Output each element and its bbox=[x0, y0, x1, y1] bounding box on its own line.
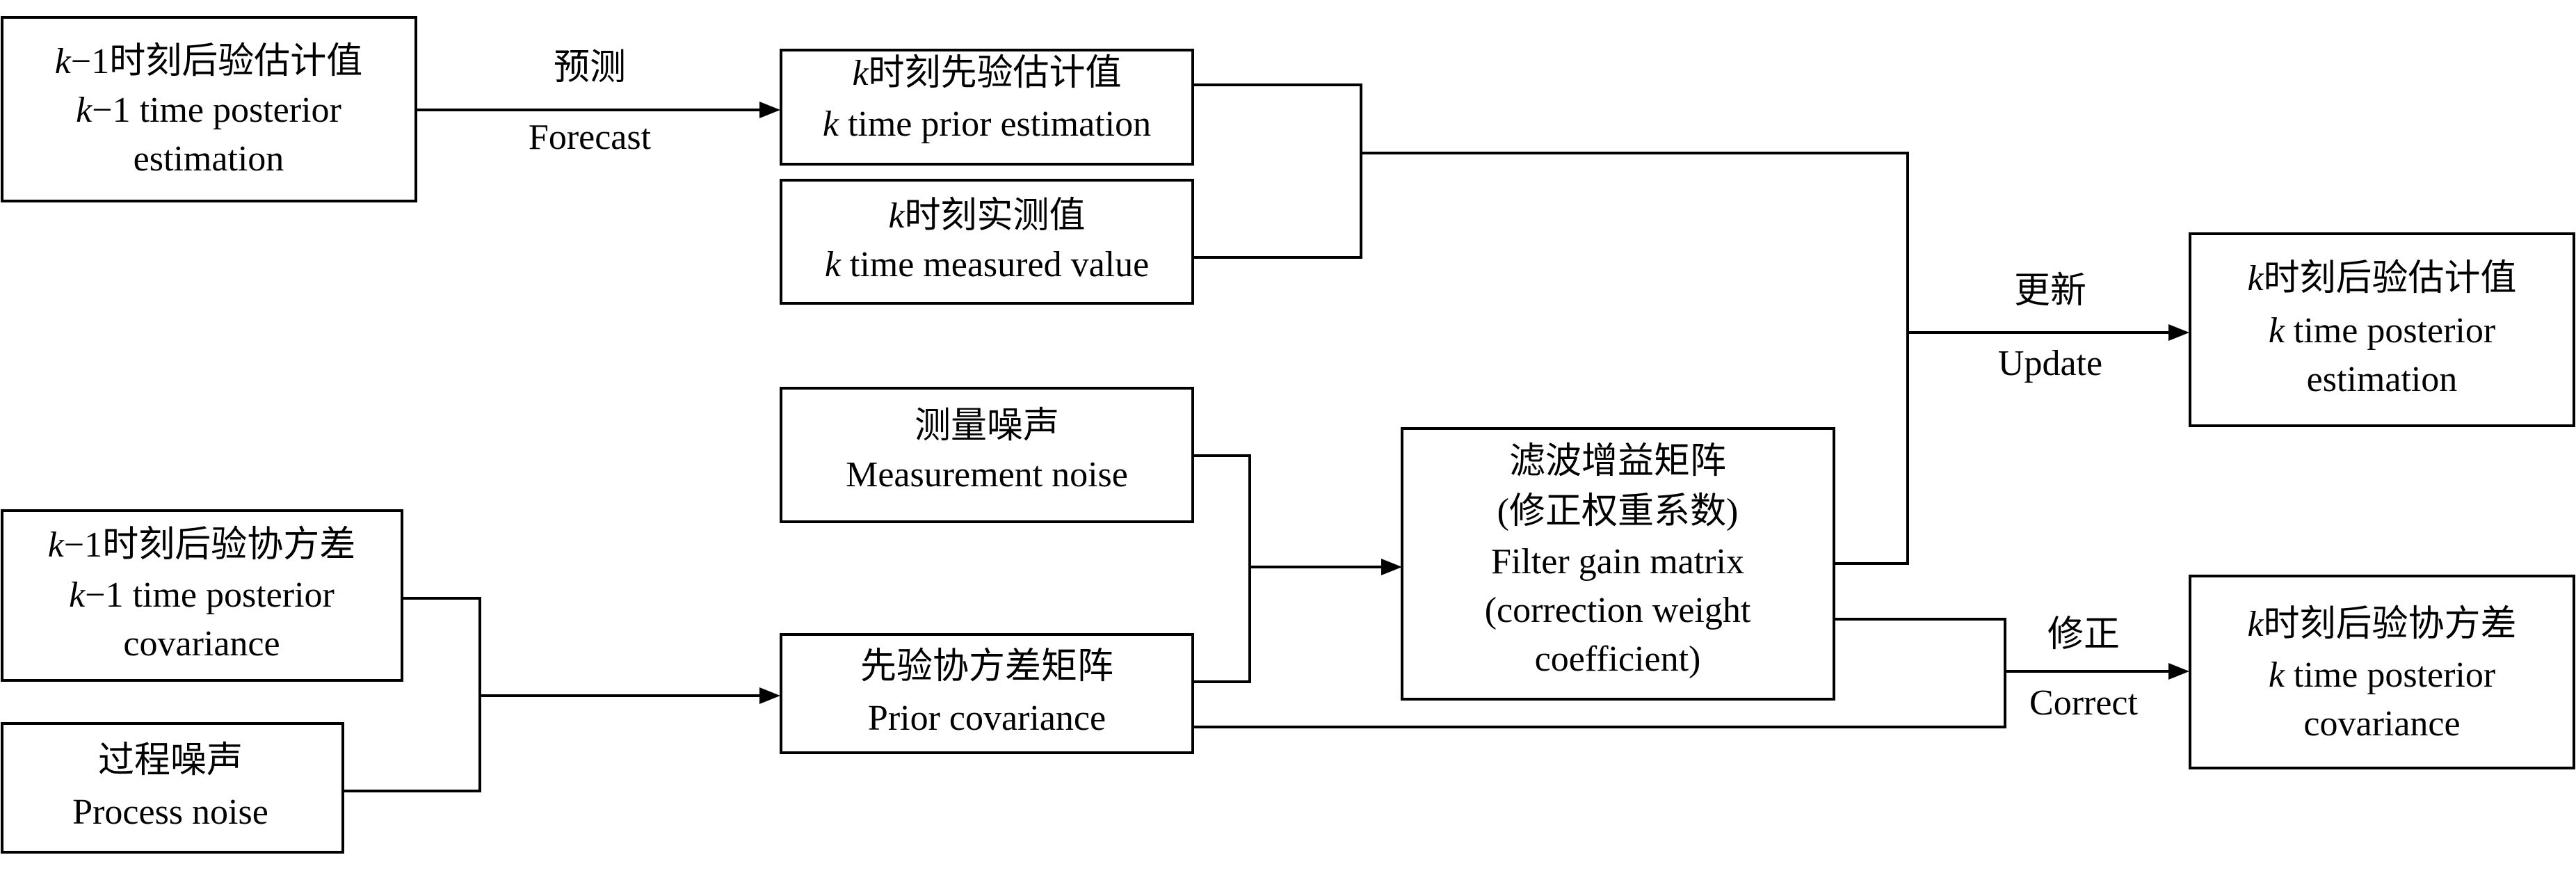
update-label-en: Update bbox=[1998, 344, 2102, 383]
node-process-noise: 过程噪声 Process noise bbox=[1, 722, 344, 854]
node-label-en: Prior covariance bbox=[868, 698, 1106, 738]
node-label-en-cont: estimation bbox=[134, 139, 284, 179]
node-prev-posterior-estimate: k−1时刻后验估计值 k−1 time posterior estimation bbox=[1, 16, 417, 202]
node-label-en: Process noise bbox=[72, 792, 268, 832]
node-box bbox=[780, 387, 1194, 523]
node-measured-value: k时刻实测值 k time measured value bbox=[780, 179, 1194, 305]
node-label-zh: k时刻后验估计值 bbox=[2247, 259, 2516, 298]
node-label-en: k time prior estimation bbox=[823, 104, 1151, 144]
node-box bbox=[1, 722, 344, 854]
correct-arrowhead bbox=[2168, 663, 2189, 680]
node-label-en-cont: covariance bbox=[2303, 704, 2460, 744]
prior-covariance-arrowhead bbox=[759, 687, 780, 704]
node-label-zh: 先验协方差矩阵 bbox=[860, 647, 1113, 687]
node-label-zh-sub: (修正权重系数) bbox=[1497, 492, 1739, 532]
node-label-en-cont: estimation bbox=[2307, 360, 2458, 399]
node-label-zh: k时刻后验协方差 bbox=[2247, 605, 2516, 644]
node-label-en: Filter gain matrix bbox=[1491, 542, 1744, 582]
node-filter-gain: 滤波增益矩阵 (修正权重系数) Filter gain matrix (corr… bbox=[1401, 427, 1835, 701]
node-posterior-estimate: k时刻后验估计值 k time posterior estimation bbox=[2189, 232, 2575, 427]
prior-estimate-to-merge-connector bbox=[1193, 83, 1362, 259]
node-posterior-covariance: k时刻后验协方差 k time posterior covariance bbox=[2189, 575, 2575, 769]
forecast-label-zh: 预测 bbox=[554, 48, 626, 88]
node-label-en-sub: (correction weight bbox=[1485, 591, 1751, 630]
node-measurement-noise: 测量噪声 Measurement noise bbox=[780, 387, 1194, 523]
edge-labels: 预测 Forecast 更新 Update 修正 Correct bbox=[529, 48, 2139, 723]
node-label-zh: 测量噪声 bbox=[915, 406, 1059, 446]
forecast-arrowhead bbox=[759, 102, 780, 118]
node-label-en: k−1 time posterior bbox=[69, 575, 335, 615]
correct-label-zh: 修正 bbox=[2047, 615, 2120, 655]
node-box bbox=[1401, 427, 1835, 701]
node-prior-estimate: k时刻先验估计值 k time prior estimation bbox=[780, 49, 1194, 166]
node-label-zh: k时刻实测值 bbox=[888, 196, 1085, 236]
node-label-en: k−1 time posterior bbox=[76, 90, 341, 130]
node-box bbox=[2189, 232, 2575, 427]
noise-covariance-merge-connector bbox=[1193, 454, 1251, 683]
node-label-zh: k时刻先验估计值 bbox=[852, 54, 1121, 93]
filter-gain-to-correct-connector bbox=[1193, 618, 2006, 728]
node-box bbox=[1, 509, 403, 682]
update-label-zh: 更新 bbox=[2014, 271, 2086, 311]
node-label-en-cont: covariance bbox=[123, 624, 280, 664]
node-label-en: k time posterior bbox=[2269, 311, 2495, 351]
node-label-zh: k−1时刻后验协方差 bbox=[48, 525, 355, 565]
node-label-zh: 过程噪声 bbox=[98, 741, 243, 781]
node-box bbox=[1, 16, 417, 202]
filter-gain-arrowhead bbox=[1381, 559, 1402, 575]
forecast-label-en: Forecast bbox=[529, 118, 652, 157]
node-label-en-sub-cont: coefficient) bbox=[1535, 639, 1701, 679]
node-box bbox=[2189, 575, 2575, 769]
node-box bbox=[780, 179, 1194, 305]
node-label-en: k time measured value bbox=[825, 245, 1149, 285]
node-box bbox=[780, 633, 1194, 754]
node-label-en: Measurement noise bbox=[846, 455, 1128, 495]
node-prior-covariance: 先验协方差矩阵 Prior covariance bbox=[780, 633, 1194, 754]
node-label-zh: 滤波增益矩阵 bbox=[1509, 442, 1726, 481]
node-prev-posterior-covariance: k−1时刻后验协方差 k−1 time posterior covariance bbox=[1, 509, 403, 682]
node-label-en: k time posterior bbox=[2269, 655, 2495, 695]
connectors bbox=[343, 83, 2189, 792]
correct-label-en: Correct bbox=[2029, 683, 2138, 723]
node-box bbox=[780, 49, 1194, 166]
merge-to-update-connector bbox=[1361, 152, 1909, 565]
node-label-zh: k−1时刻后验估计值 bbox=[55, 42, 362, 81]
update-arrowhead bbox=[2168, 324, 2189, 341]
